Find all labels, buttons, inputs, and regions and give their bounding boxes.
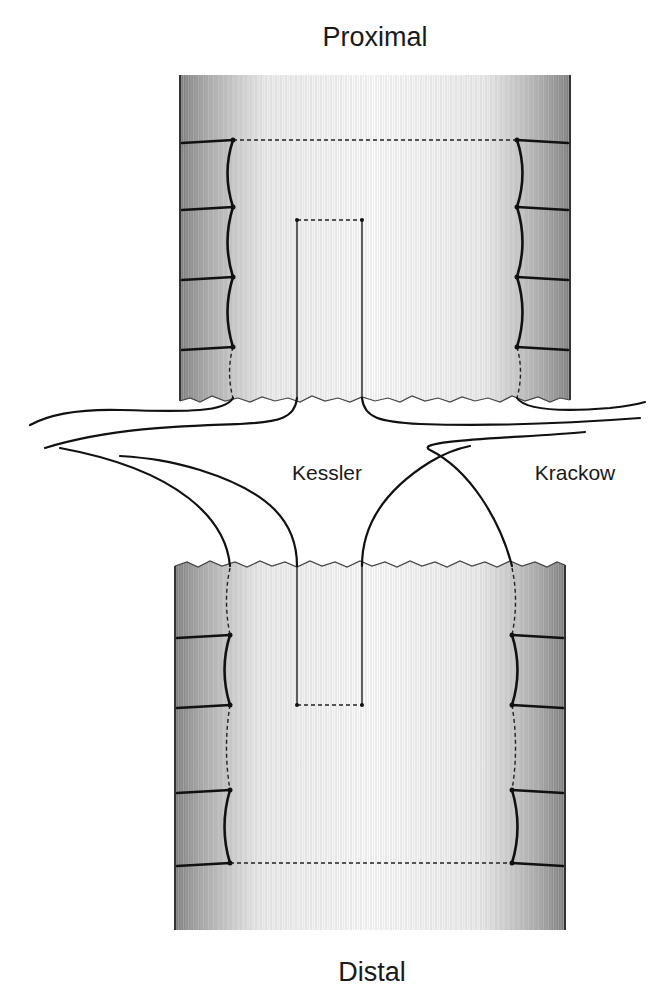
krackow-suture-distal xyxy=(177,635,563,866)
krackow-suture-proximal xyxy=(182,140,568,350)
distal-tendon xyxy=(175,561,565,930)
technique-label: Krackow xyxy=(535,461,616,485)
kessler-suture-proximal xyxy=(297,220,362,398)
kessler-suture-distal xyxy=(297,566,362,705)
proximal-tendon xyxy=(180,75,570,402)
suture-strands xyxy=(30,398,645,566)
suture-dots xyxy=(231,138,520,350)
region-label: Proximal xyxy=(322,22,427,53)
suture-dots xyxy=(228,633,515,866)
buried-suture xyxy=(230,140,521,398)
region-label: Distal xyxy=(338,957,406,988)
buried-suture xyxy=(227,568,516,863)
technique-label: Kessler xyxy=(292,461,362,485)
